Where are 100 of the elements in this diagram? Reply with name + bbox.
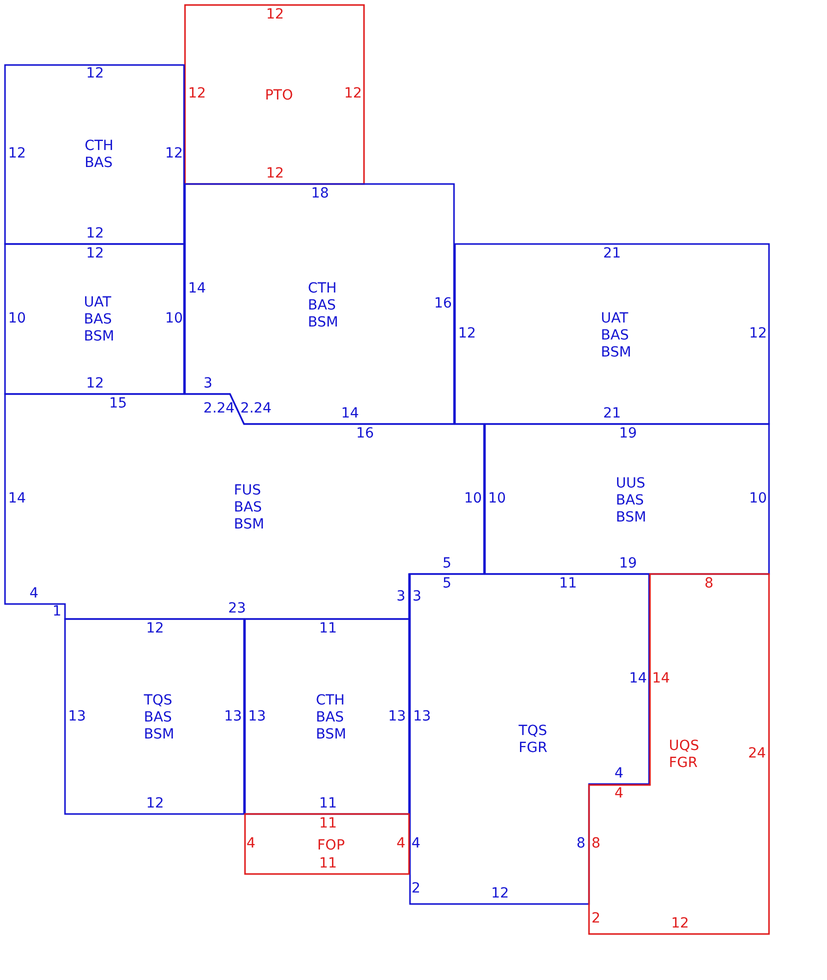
dimension-label: 10 bbox=[464, 492, 482, 506]
dimension-label: 12 bbox=[146, 622, 164, 636]
dimension-label: 8 bbox=[704, 576, 714, 592]
dimension-label: 12 bbox=[749, 326, 767, 342]
dimension-label: 14 bbox=[8, 492, 26, 506]
dimension-label: 12 bbox=[86, 246, 104, 262]
dimension-label: 11 bbox=[559, 576, 577, 592]
room-outline bbox=[185, 5, 364, 184]
dimension-label: 13 bbox=[68, 710, 86, 724]
dimension-label: 16 bbox=[356, 426, 374, 442]
dimension-label: 3 bbox=[412, 590, 422, 604]
room-code: BAS bbox=[308, 298, 336, 314]
room-code: FGR bbox=[518, 740, 548, 757]
room-code: UAT bbox=[600, 310, 628, 328]
room-code: BAS bbox=[316, 710, 344, 726]
dimension-label: 11 bbox=[319, 622, 337, 636]
dimension-label: 14 bbox=[341, 406, 359, 422]
dimension-label: 1 bbox=[52, 604, 62, 620]
dimension-label: 11 bbox=[319, 856, 337, 872]
dimension-label: 4 bbox=[246, 836, 256, 852]
room-outline bbox=[185, 184, 454, 424]
dimension-label: 11 bbox=[319, 816, 337, 832]
room-outline bbox=[245, 814, 409, 874]
room-code: FGR bbox=[668, 755, 698, 772]
dimension-label: 10 bbox=[165, 312, 183, 326]
room-code: TQS bbox=[518, 723, 548, 740]
dimension-label: 3 bbox=[396, 590, 406, 604]
room-outline bbox=[5, 394, 484, 619]
room-code: BSM bbox=[616, 510, 646, 526]
room-code: BSM bbox=[308, 314, 338, 332]
room-outline bbox=[455, 244, 769, 424]
dimension-label: 2.24 bbox=[203, 402, 235, 416]
room-code: FUS bbox=[234, 482, 262, 500]
room-code: BSM bbox=[316, 726, 346, 744]
dimension-label: 16 bbox=[434, 296, 452, 312]
room-code: TQS bbox=[144, 692, 172, 710]
room-outline bbox=[65, 619, 244, 814]
dimension-label: 4 bbox=[30, 586, 38, 602]
dimension-label: 12 bbox=[146, 796, 164, 812]
dimension-label: 12 bbox=[86, 226, 104, 242]
dimension-label: 12 bbox=[491, 886, 509, 902]
dimension-label: 13 bbox=[224, 710, 242, 724]
dimension-label: 4 bbox=[614, 766, 624, 782]
room-code: UUS bbox=[616, 476, 646, 492]
dimension-label: 13 bbox=[248, 710, 266, 724]
dimension-label: 4 bbox=[396, 836, 406, 852]
dimension-label: 21 bbox=[603, 246, 621, 262]
dimension-label: 2.24 bbox=[240, 402, 272, 416]
dimension-label: 10 bbox=[8, 312, 26, 326]
room-code: BSM bbox=[600, 344, 632, 362]
room-code: CTH bbox=[308, 280, 337, 298]
dimension-label: 8 bbox=[592, 836, 600, 852]
room-outline bbox=[589, 574, 769, 934]
dimension-label: 14 bbox=[188, 282, 206, 296]
dimension-label: 3 bbox=[204, 376, 212, 392]
room-outline bbox=[5, 244, 184, 394]
room-code: BAS bbox=[234, 500, 262, 516]
dimension-label: 19 bbox=[619, 556, 637, 572]
room-outline bbox=[485, 424, 769, 574]
dimension-label: 11 bbox=[319, 796, 337, 812]
dimension-label: 12 bbox=[344, 86, 362, 102]
room-code: BSM bbox=[84, 328, 114, 346]
dimension-label: 2 bbox=[412, 882, 420, 896]
dimension-label: 10 bbox=[488, 492, 506, 506]
room-outline bbox=[5, 65, 184, 244]
dimension-label: 19 bbox=[619, 426, 637, 442]
dimension-label: 12 bbox=[86, 66, 104, 82]
dimension-label: 2 bbox=[592, 912, 600, 926]
dimension-label: 14 bbox=[629, 672, 647, 686]
dimension-label: 5 bbox=[442, 556, 452, 572]
room-code: FOP bbox=[317, 838, 345, 854]
dimension-label: 23 bbox=[228, 602, 246, 616]
dimension-label: 14 bbox=[652, 672, 670, 686]
dimension-label: 24 bbox=[748, 746, 766, 762]
room-outline bbox=[410, 574, 649, 904]
dimension-label: 21 bbox=[603, 406, 621, 422]
room-code: BAS bbox=[84, 312, 112, 328]
dimension-label: 15 bbox=[109, 396, 127, 412]
room-code: BAS bbox=[144, 710, 172, 726]
dimension-label: 18 bbox=[311, 186, 329, 202]
dimension-label: 12 bbox=[188, 86, 206, 102]
dimension-label: 12 bbox=[86, 376, 104, 392]
dimension-label: 12 bbox=[266, 8, 284, 22]
dimension-label: 4 bbox=[614, 786, 624, 802]
room-code: CTH bbox=[316, 692, 345, 710]
room-code: BAS bbox=[84, 155, 113, 172]
dimension-label: 12 bbox=[8, 146, 26, 162]
dimension-label: 13 bbox=[388, 710, 406, 724]
dimension-label: 4 bbox=[412, 836, 420, 852]
dimension-label: 10 bbox=[749, 492, 767, 506]
dimension-label: 12 bbox=[458, 326, 476, 342]
room-code: BAS bbox=[600, 328, 629, 344]
room-code: BSM bbox=[234, 516, 264, 534]
dimension-label: 12 bbox=[165, 146, 183, 162]
dimension-label: 12 bbox=[671, 916, 689, 932]
dimension-label: 8 bbox=[576, 836, 586, 852]
dimension-label: 12 bbox=[266, 166, 284, 182]
room-code: UAT bbox=[84, 294, 112, 312]
room-code: BAS bbox=[616, 492, 644, 510]
dimension-label: 13 bbox=[413, 710, 431, 724]
